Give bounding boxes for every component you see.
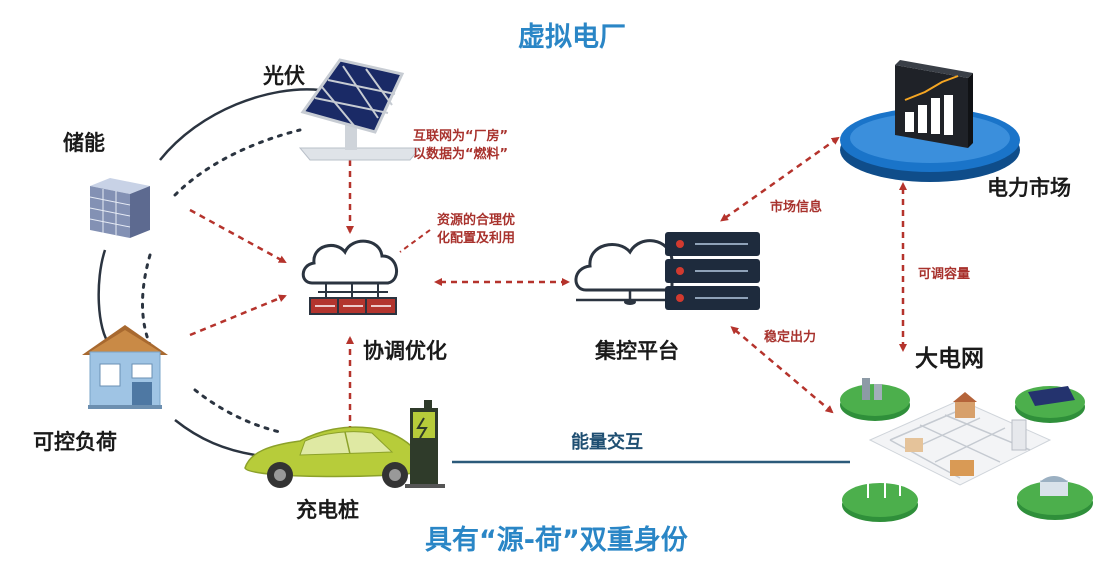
note-adjustable-capacity: 可调容量 [918, 267, 971, 282]
note-internet-line1: 互联网为“厂房” [413, 129, 509, 144]
pv-panel-icon [298, 58, 422, 161]
optimize-cloud-icon [301, 239, 398, 315]
house-icon [82, 325, 168, 409]
label-charger: 充电桩 [296, 498, 359, 522]
platform-server-icon [574, 232, 760, 310]
note-market-info: 市场信息 [770, 200, 823, 215]
inner-dotted-arc-left [141, 253, 152, 347]
label-optimize: 协调优化 [363, 339, 447, 363]
note-internet-line2: 以数据为“燃料” [413, 146, 509, 162]
car-icon [244, 426, 426, 488]
inner-dotted-arc-bottom [193, 388, 282, 434]
diagram-subtitle: 具有“源-荷”双重身份 [425, 525, 688, 556]
label-pv: 光伏 [263, 64, 305, 88]
arrow-platform-market [720, 136, 840, 222]
diagram-title: 虚拟电厂 [518, 22, 626, 53]
label-platform: 集控平台 [595, 339, 679, 363]
label-grid: 大电网 [915, 346, 984, 372]
label-market: 电力市场 [987, 176, 1071, 200]
outer-arc-left [97, 249, 112, 346]
arrow-load-to-optimize [189, 294, 287, 337]
outer-arc-bottom [174, 419, 256, 457]
note-resource-line2: 化配置及利用 [437, 230, 516, 246]
grid-icon [840, 378, 1093, 522]
note-resource: 资源的合理优 化配置及利用 [437, 212, 515, 247]
label-storage: 储能 [63, 131, 105, 155]
inner-dotted-arc [173, 128, 302, 197]
market-icon [840, 60, 1020, 182]
charger-station-icon [405, 400, 445, 488]
storage-icon [89, 178, 150, 238]
outer-arc [159, 88, 321, 161]
arrow-storage-to-optimize [189, 208, 287, 264]
note-energy-exchange: 能量交互 [571, 432, 643, 453]
arrow-resource [399, 229, 431, 253]
note-resource-line1: 资源的合理优 [437, 213, 516, 228]
note-stable-output: 稳定出力 [764, 330, 817, 345]
label-load: 可控负荷 [33, 430, 117, 454]
note-internet: 互联网为“厂房” 以数据为“燃料” [413, 128, 508, 163]
